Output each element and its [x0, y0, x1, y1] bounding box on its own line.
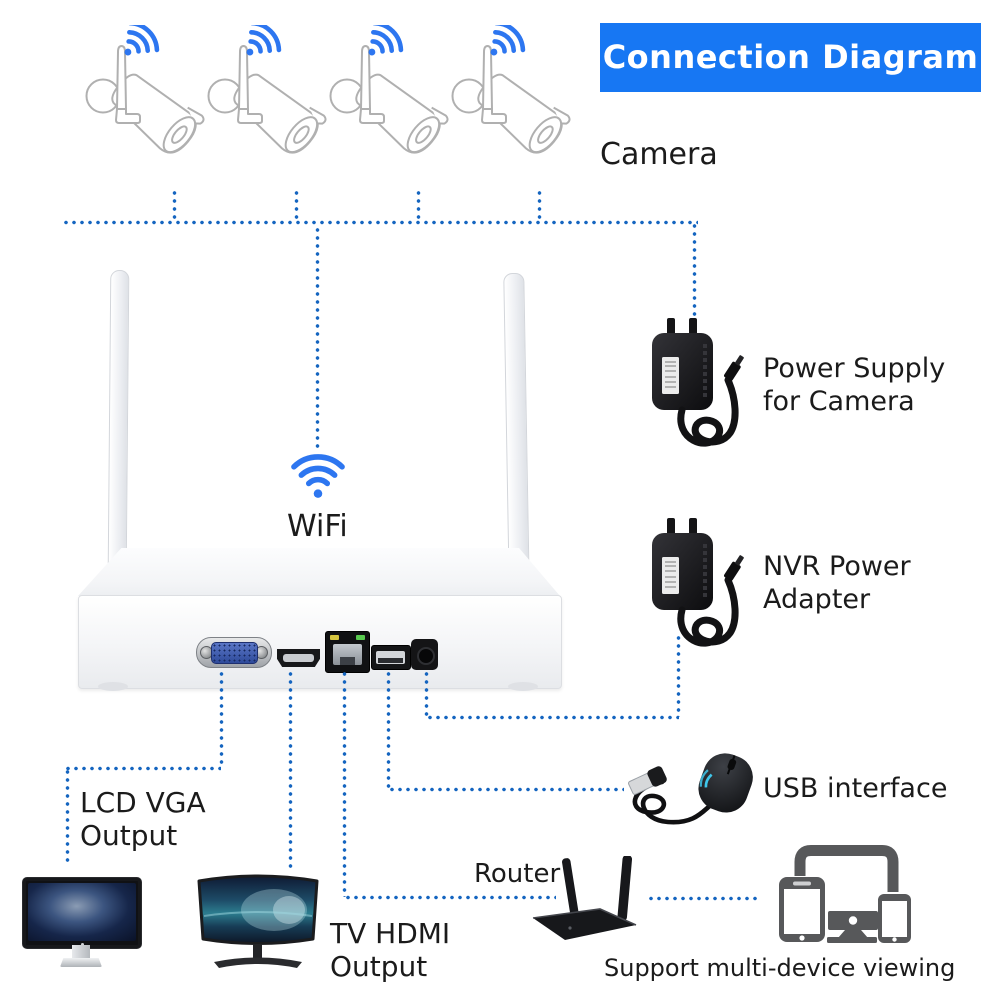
lcd-monitor-base	[60, 958, 102, 967]
lcd-monitor-stand	[72, 945, 90, 960]
tv-hdmi-label-line2: Output	[330, 950, 428, 983]
dotted-line-camera3-drop	[415, 189, 421, 222]
dotted-line-router-devices	[647, 895, 761, 901]
nvr-icon	[78, 548, 560, 596]
curved-tv-icon	[197, 874, 319, 968]
vga-port-icon	[196, 637, 272, 668]
dotted-line-vga-h	[64, 765, 221, 771]
nvr-icon	[78, 595, 562, 689]
dotted-line-to-camera-psu	[691, 222, 697, 318]
camera-label: Camera	[600, 137, 718, 172]
usb-interface-label: USB interface	[763, 773, 948, 804]
router-icon	[532, 856, 637, 940]
dotted-line-vga-v	[218, 670, 224, 768]
psu-camera-label-line2: for Camera	[763, 386, 915, 417]
camera-icon	[329, 25, 455, 173]
wifi-label: WiFi	[287, 509, 348, 544]
ethernet-port-icon	[325, 631, 370, 673]
tv-hdmi-label-line1: TV HDMI	[330, 917, 451, 950]
dotted-line-camera1-drop	[171, 189, 177, 222]
dotted-line-dc-v	[423, 670, 429, 717]
hdmi-port-icon	[277, 649, 320, 667]
multi-device-label: Support multi-device viewing	[604, 954, 956, 982]
dotted-line-usb-v	[385, 670, 391, 789]
camera-icon	[207, 25, 333, 173]
dotted-line-vga-drop	[64, 768, 70, 864]
nvr-psu-label-line2: Adapter	[763, 584, 871, 615]
mouse-icon	[628, 753, 753, 825]
dotted-line-camera4-drop	[536, 189, 542, 222]
lcd-vga-label-line1: LCD VGA	[80, 786, 206, 819]
dotted-line-dc-h	[426, 714, 679, 720]
usb-port-icon	[371, 645, 411, 670]
router-label: Router	[474, 859, 561, 889]
banner-title: Connection Diagram	[600, 23, 981, 92]
nvr-psu-label-line1: NVR Power	[763, 551, 911, 582]
nvr-foot	[98, 682, 128, 691]
dotted-line-hdmi	[287, 670, 293, 868]
camera-icon	[451, 25, 577, 173]
multi-device-icon	[779, 845, 911, 943]
antenna	[107, 269, 130, 573]
dotted-line-to-wifi	[314, 226, 320, 452]
nvr-foot	[508, 682, 538, 691]
antenna	[503, 272, 530, 591]
power-adapter-icon	[650, 516, 746, 664]
lcd-monitor-icon	[22, 877, 142, 949]
dc-power-port-icon	[411, 639, 438, 670]
wifi-icon	[288, 452, 348, 502]
dotted-line-camera2-drop	[293, 189, 299, 222]
psu-camera-label-line1: Power Supply	[763, 353, 946, 384]
camera-icon	[85, 25, 211, 173]
dotted-line-ethernet-v	[341, 670, 347, 897]
lcd-vga-label-line2: Output	[80, 819, 178, 852]
dotted-line-ethernet-h	[344, 894, 556, 900]
dotted-line-usb-h	[388, 786, 624, 792]
dotted-line-nvr-psu	[675, 634, 681, 717]
dotted-line-camera-bus	[62, 220, 698, 225]
power-adapter-icon	[650, 316, 746, 464]
